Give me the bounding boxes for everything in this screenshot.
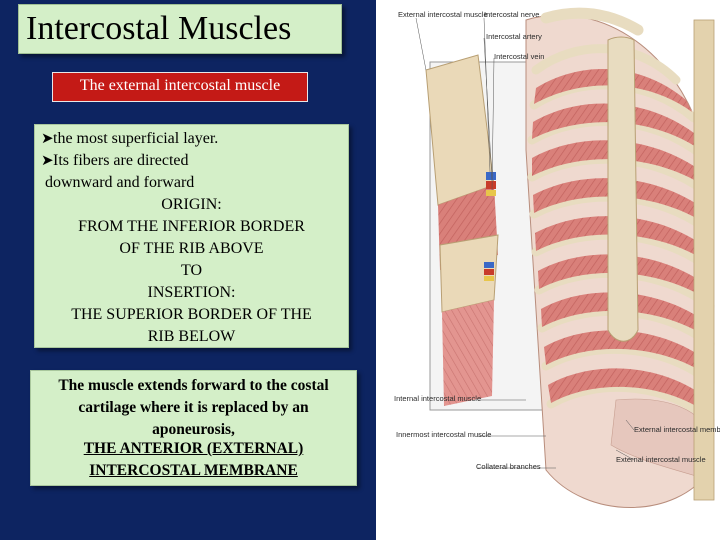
insertion-line: THE SUPERIOR BORDER OF THE — [71, 306, 312, 323]
insertion-line: RIB BELOW — [147, 328, 236, 345]
note-underlined-line: THE ANTERIOR (EXTERNAL) — [83, 440, 304, 457]
label-collateral-branches: Collateral branches — [476, 462, 541, 471]
rib-cage — [525, 7, 715, 508]
rib-cage-illustration — [415, 7, 715, 508]
subtitle-box: The external intercostal muscle — [52, 72, 308, 102]
label-intercostal-artery: Intercostal artery — [486, 32, 542, 41]
bullet-text: Its fibers are directed — [53, 152, 189, 169]
bullet-item: ➤Its fibers are directed — [41, 153, 188, 169]
label-external-intercostal-muscle-lower: External intercostal muscle — [616, 455, 706, 464]
title-box: Intercostal Muscles — [18, 4, 342, 54]
origin-line: TO — [180, 262, 203, 279]
note-underlined-line: INTERCOSTAL MEMBRANE — [89, 462, 298, 479]
bullet-text: the most superficial layer. — [53, 130, 219, 147]
label-internal-intercostal-muscle: Internal intercostal muscle — [394, 394, 482, 403]
origin-line: OF THE RIB ABOVE — [119, 240, 264, 257]
label-leaders — [415, 17, 635, 469]
label-intercostal-vein: Intercostal vein — [494, 52, 545, 61]
note-line: The muscle extends forward to the costal — [58, 377, 329, 394]
insertion-heading: INSERTION: — [147, 284, 236, 301]
origin-line: FROM THE INFERIOR BORDER — [78, 218, 305, 235]
membrane-note-box: The muscle extends forward to the costal… — [30, 370, 357, 486]
slide-subtitle: The external intercostal muscle — [79, 77, 281, 94]
label-intercostal-nerve: Intercostal nerve — [484, 10, 540, 19]
slide-title: Intercostal Muscles — [26, 10, 292, 47]
note-line: aponeurosis, — [152, 421, 235, 438]
bullet-continuation: downward and forward — [45, 174, 195, 191]
inset-callout — [425, 54, 563, 411]
arrow-bullet-icon: ➤ — [41, 153, 54, 169]
label-external-intercostal-muscle: External intercostal muscle — [398, 10, 488, 19]
origin-heading: ORIGIN: — [161, 196, 222, 213]
note-line: cartilage where it is replaced by an — [78, 399, 309, 416]
label-innermost-intercostal-muscle: Innermost intercostal muscle — [396, 430, 492, 439]
definition-box: ➤the most superficial layer. ➤Its fibers… — [34, 124, 349, 348]
bullet-item: ➤the most superficial layer. — [41, 131, 218, 147]
arrow-bullet-icon: ➤ — [41, 131, 54, 147]
label-external-intercostal-membrane: External intercostal membrane — [634, 425, 720, 434]
